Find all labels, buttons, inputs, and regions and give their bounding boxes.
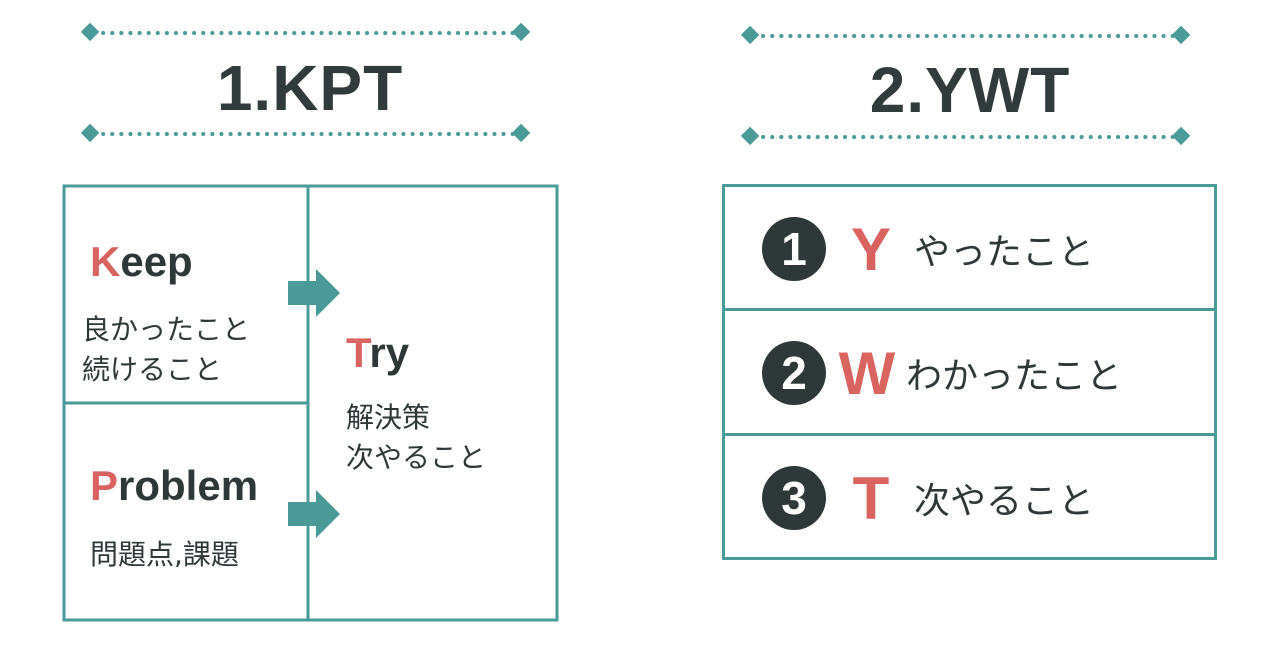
keep-line: 良かったこと xyxy=(82,313,251,346)
problem-heading: Problem xyxy=(90,465,258,507)
try-line: 解決策 xyxy=(346,401,431,434)
try-line: 次やること xyxy=(346,441,487,474)
ywt-row-w: 2 W わかったこと xyxy=(725,311,1214,435)
diamond-icon xyxy=(511,123,531,143)
diamond-icon xyxy=(1171,126,1191,146)
arrow-right-icon xyxy=(288,269,340,317)
number-3-icon: 3 xyxy=(762,466,826,530)
ywt-top-divider xyxy=(740,25,1191,45)
ywt-row-t: 3 T 次やること xyxy=(725,436,1214,560)
kpt-top-divider xyxy=(80,22,531,42)
kpt-grid xyxy=(62,184,559,622)
problem-initial: P xyxy=(90,462,119,509)
arrow-right-icon xyxy=(288,490,340,538)
ywt-box: 1 Y やったこと 2 W わかったこと 3 T 次やること xyxy=(722,184,1217,560)
diamond-icon xyxy=(80,123,100,143)
ywt-text-t: 次やること xyxy=(914,481,1095,522)
diamond-icon xyxy=(80,22,100,42)
number-2-icon: 2 xyxy=(762,341,826,405)
ywt-row-divider xyxy=(725,308,1214,311)
ywt-row-divider xyxy=(725,433,1214,436)
diamond-icon xyxy=(511,22,531,42)
ywt-row-y: 1 Y やったこと xyxy=(725,187,1214,311)
diamond-icon xyxy=(740,126,760,146)
diamond-icon xyxy=(740,25,760,45)
problem-rest: roblem xyxy=(118,462,259,509)
ywt-letter-y: Y xyxy=(850,215,892,283)
try-initial: T xyxy=(346,329,370,376)
ywt-letter-t: T xyxy=(852,464,890,532)
problem-line: 問題点,課題 xyxy=(90,538,239,571)
ywt-text-w: わかったこと xyxy=(906,356,1123,397)
diamond-icon xyxy=(1171,25,1191,45)
kpt-title: 1.KPT xyxy=(216,52,404,124)
number-1-icon: 1 xyxy=(762,217,826,281)
try-description: 解決策 次やること xyxy=(346,398,486,478)
ywt-text-y: やったこと xyxy=(914,232,1095,273)
problem-description: 問題点,課題 xyxy=(90,535,239,575)
keep-description: 良かったこと 続けること xyxy=(82,310,250,390)
ywt-title: 2.YWT xyxy=(869,54,1071,126)
try-rest: ry xyxy=(369,329,410,376)
try-heading: Try xyxy=(346,332,409,374)
keep-rest: eep xyxy=(120,238,193,285)
keep-line: 続けること xyxy=(82,353,223,386)
ywt-bottom-divider xyxy=(740,126,1191,146)
keep-initial: K xyxy=(90,238,121,285)
keep-heading: Keep xyxy=(90,241,193,283)
ywt-letter-w: W xyxy=(838,339,896,407)
kpt-bottom-divider xyxy=(80,123,531,143)
